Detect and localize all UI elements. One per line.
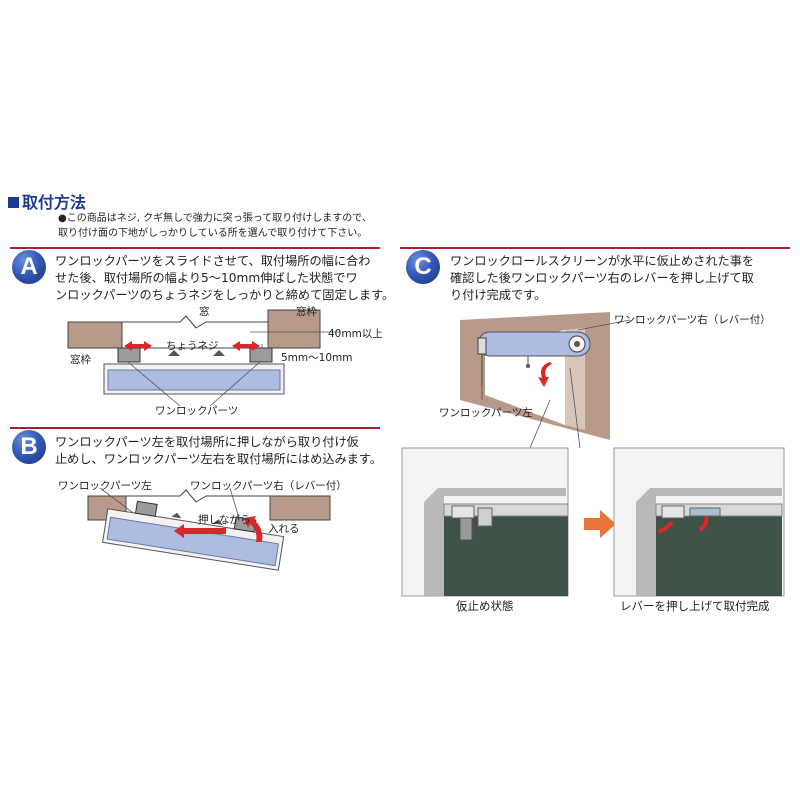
push-arrow <box>174 524 226 538</box>
step-b-badge: B <box>12 430 46 464</box>
step-c-rule <box>400 247 790 249</box>
label-window: 窓 <box>199 306 210 318</box>
slide-arrows <box>124 341 260 351</box>
photo-complete <box>613 447 785 597</box>
step-a-badge: A <box>12 250 46 284</box>
step-c-text: ワンロックロールスクリーンが水平に仮止めされた事を 確認した後ワンロックパーツ右… <box>450 253 754 304</box>
step-b-rule <box>10 427 380 429</box>
frame-left <box>67 321 123 349</box>
section-title: 取付方法 <box>8 189 86 213</box>
step-c-line: ワンロックロールスクリーンが水平に仮止めされた事を <box>450 254 755 268</box>
step-a-line: ワンロックパーツをスライドさせて、取付場所の幅に合わ <box>55 254 371 268</box>
screw-right <box>213 350 225 356</box>
step-b-diagram <box>87 487 331 571</box>
label-screw: ちょうネジ <box>166 340 219 352</box>
label-c-left-part: ワンロックパーツ左 <box>439 407 533 419</box>
photo-temporary <box>401 447 569 597</box>
step-a-rule <box>10 247 380 249</box>
intro-note-line: ●この商品はネジ, クギ無しで強力に突っ張って取り付けしますので、 <box>58 213 372 224</box>
step-c-diagram <box>401 312 785 597</box>
label-frame-right: 窓枠 <box>296 306 317 318</box>
insert-arrow <box>244 516 263 542</box>
label-c-right-part: ワンロックパーツ右（レバー付） <box>614 314 771 326</box>
label-parts: ワンロックパーツ <box>155 405 239 417</box>
roller-screen <box>107 369 281 391</box>
label-frame-left: 窓枠 <box>70 354 91 366</box>
step-a-diagram <box>67 309 340 407</box>
part-left <box>134 500 158 517</box>
label-gap-40: 40mm以上 <box>328 328 383 340</box>
section-title-text: 取付方法 <box>22 193 87 212</box>
intro-note-line: 取り付け面の下地がしっかりしている所を選んで取り付けて下さい。 <box>58 228 368 239</box>
step-b-text: ワンロックパーツ左を取付場所に押しながら取り付け仮 止めし、ワンロックパーツ左右… <box>55 434 382 468</box>
screw-left <box>168 350 180 356</box>
intro-note: ●この商品はネジ, クギ無しで強力に突っ張って取り付けしますので、 取り付け面の… <box>58 211 372 241</box>
step-a-line: せた後、取付場所の幅より5～10mm伸ばした状態でワ <box>55 271 358 285</box>
label-push: 押しながら <box>198 514 251 526</box>
step-c-line: 確認した後ワンロックパーツ右のレバーを押し上げて取 <box>450 271 754 285</box>
step-a-text: ワンロックパーツをスライドさせて、取付場所の幅に合わ せた後、取付場所の幅より5… <box>55 253 394 304</box>
next-arrow <box>584 510 616 538</box>
label-left-part: ワンロックパーツ左 <box>58 480 152 492</box>
window-line <box>122 315 268 329</box>
part-right <box>249 347 273 363</box>
frame-right <box>267 309 321 349</box>
step-b-line: 止めし、ワンロックパーツ左右を取付場所にはめ込みます。 <box>55 452 382 466</box>
caption-temporary: 仮止め状態 <box>456 599 514 613</box>
label-insert: 入れる <box>268 523 300 535</box>
lever-arrow <box>538 362 552 387</box>
step-c-line: り付け完成です。 <box>450 288 547 302</box>
step-a-line: ンロックパーツのちょうネジをしっかりと締めて固定します。 <box>55 288 395 302</box>
frame-right <box>269 495 331 521</box>
title-square-icon <box>8 197 19 208</box>
caption-complete: レバーを押し上げて取付完成 <box>620 599 770 613</box>
part-left <box>117 347 141 363</box>
label-right-part: ワンロックパーツ右（レバー付） <box>190 480 347 492</box>
step-b-line: ワンロックパーツ左を取付場所に押しながら取り付け仮 <box>55 435 359 449</box>
arrow-right <box>232 341 260 351</box>
label-gap-5-10: 5mm～10mm <box>281 352 353 364</box>
arrow-left <box>124 341 152 351</box>
step-c-badge: C <box>406 250 440 284</box>
